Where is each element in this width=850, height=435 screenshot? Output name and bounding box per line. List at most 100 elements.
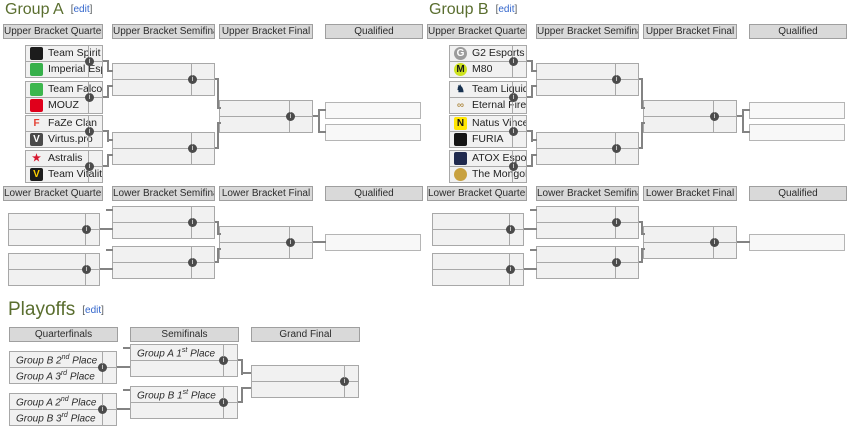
team-logo-icon: N [454, 117, 467, 130]
connector [531, 60, 533, 72]
match-ub-qf2: Team Falcons MOUZ [25, 81, 103, 114]
edit-link[interactable]: [edit] [70, 4, 93, 15]
team-name: ATOX Esports [472, 152, 526, 164]
match-info-icon[interactable]: i [82, 265, 91, 274]
empty-team-row [131, 360, 237, 376]
match-info-icon[interactable]: i [219, 356, 228, 365]
team-logo-icon: V [30, 133, 43, 146]
connector [107, 139, 113, 141]
empty-team-row [433, 269, 523, 285]
empty-team-row [113, 222, 214, 238]
match-info-icon[interactable]: i [286, 112, 295, 121]
connector [217, 122, 219, 149]
connector [531, 154, 533, 167]
match-info-icon[interactable]: i [219, 398, 228, 407]
connector [217, 248, 221, 250]
match-info-icon[interactable]: i [506, 265, 515, 274]
connector [107, 85, 113, 87]
empty-team-row [537, 207, 638, 222]
connector [318, 109, 326, 111]
match-info-icon[interactable]: i [188, 75, 197, 84]
edit-link[interactable]: [edit] [495, 4, 518, 15]
team-name: Natus Vincere [472, 117, 526, 129]
match-info-icon[interactable]: i [98, 405, 107, 414]
empty-team-row [220, 116, 312, 132]
connector [641, 122, 643, 149]
match-ub-sf1 [112, 63, 215, 96]
connector [531, 85, 533, 98]
team-row[interactable]: G G2 Esports [450, 46, 526, 61]
connector [737, 241, 750, 243]
match-info-icon[interactable]: i [286, 238, 295, 247]
column-header-lb-quarterfinals: Lower Bracket Quarterfi... [427, 186, 527, 201]
column-header-ub-final: Upper Bracket Final [643, 24, 737, 39]
match-info-icon[interactable]: i [82, 225, 91, 234]
match-ub-qf2: ♞Team Liquid ∞Eternal Fire [449, 81, 527, 114]
match-lb-sf2 [536, 246, 639, 279]
match-lb-final [643, 226, 737, 259]
match-info-icon[interactable]: i [710, 112, 719, 121]
column-header-ub-final: Upper Bracket Final [219, 24, 313, 39]
connector [241, 372, 251, 374]
team-name: Team Spirit [48, 47, 101, 59]
match-info-icon[interactable]: i [85, 127, 94, 136]
connector [531, 130, 533, 142]
match-info-icon[interactable]: i [98, 363, 107, 372]
placeholder-team: Group A 3rd Place [16, 370, 95, 383]
match-info-icon[interactable]: i [509, 57, 518, 66]
team-row[interactable]: MOUZ [26, 97, 102, 113]
team-row[interactable]: FURIA [450, 131, 526, 147]
team-name: Team Vitality [48, 168, 102, 180]
match-info-icon[interactable]: i [612, 75, 621, 84]
match-lb-sf1 [536, 206, 639, 239]
match-info-icon[interactable]: i [188, 258, 197, 267]
group-b-title: Group B[edit] [429, 1, 517, 19]
edit-link-label[interactable]: edit [498, 4, 515, 15]
connector [313, 241, 326, 243]
team-name: Team Falcons [48, 83, 102, 95]
team-name: G2 Esports [472, 47, 525, 59]
empty-team-row [9, 269, 99, 285]
placeholder-row: Group A 2nd Place [10, 394, 116, 409]
empty-team-row [113, 148, 214, 164]
group-a-section: Group A[edit] Upper Bracket Quarterfi...… [3, 0, 429, 300]
team-logo-icon: G [454, 47, 467, 60]
match-info-icon[interactable]: i [509, 162, 518, 171]
match-info-icon[interactable]: i [188, 218, 197, 227]
edit-link-label[interactable]: edit [73, 4, 90, 15]
empty-team-row [113, 64, 214, 79]
team-logo-icon: M [454, 63, 467, 76]
edit-link[interactable]: [edit] [82, 305, 104, 316]
connector [527, 60, 533, 62]
connector [107, 154, 113, 156]
connector [524, 268, 537, 270]
connector [106, 249, 113, 251]
match-info-icon[interactable]: i [188, 144, 197, 153]
column-header-ub-semifinals: Upper Bracket Semifinals [112, 24, 215, 39]
team-name: Astralis [48, 152, 83, 164]
team-row[interactable]: ★Astralis [26, 151, 102, 166]
edit-link-label[interactable]: edit [85, 305, 102, 316]
empty-team-row [113, 207, 214, 222]
match-info-icon[interactable]: i [612, 144, 621, 153]
match-playoff-sf2: Group B 1st Place [130, 386, 238, 419]
match-info-icon[interactable]: i [340, 377, 349, 386]
team-logo-icon: ∞ [456, 100, 465, 111]
match-info-icon[interactable]: i [85, 162, 94, 171]
match-info-icon[interactable]: i [85, 57, 94, 66]
match-info-icon[interactable]: i [710, 238, 719, 247]
match-info-icon[interactable]: i [509, 93, 518, 102]
empty-team-row [644, 101, 736, 116]
qualified-slot [749, 234, 845, 251]
match-info-icon[interactable]: i [85, 93, 94, 102]
match-info-icon[interactable]: i [509, 127, 518, 136]
match-info-icon[interactable]: i [506, 225, 515, 234]
connector [238, 359, 243, 361]
match-info-icon[interactable]: i [612, 218, 621, 227]
match-info-icon[interactable]: i [612, 258, 621, 267]
team-row[interactable]: Team Spirit [26, 46, 102, 61]
connector [641, 248, 643, 263]
